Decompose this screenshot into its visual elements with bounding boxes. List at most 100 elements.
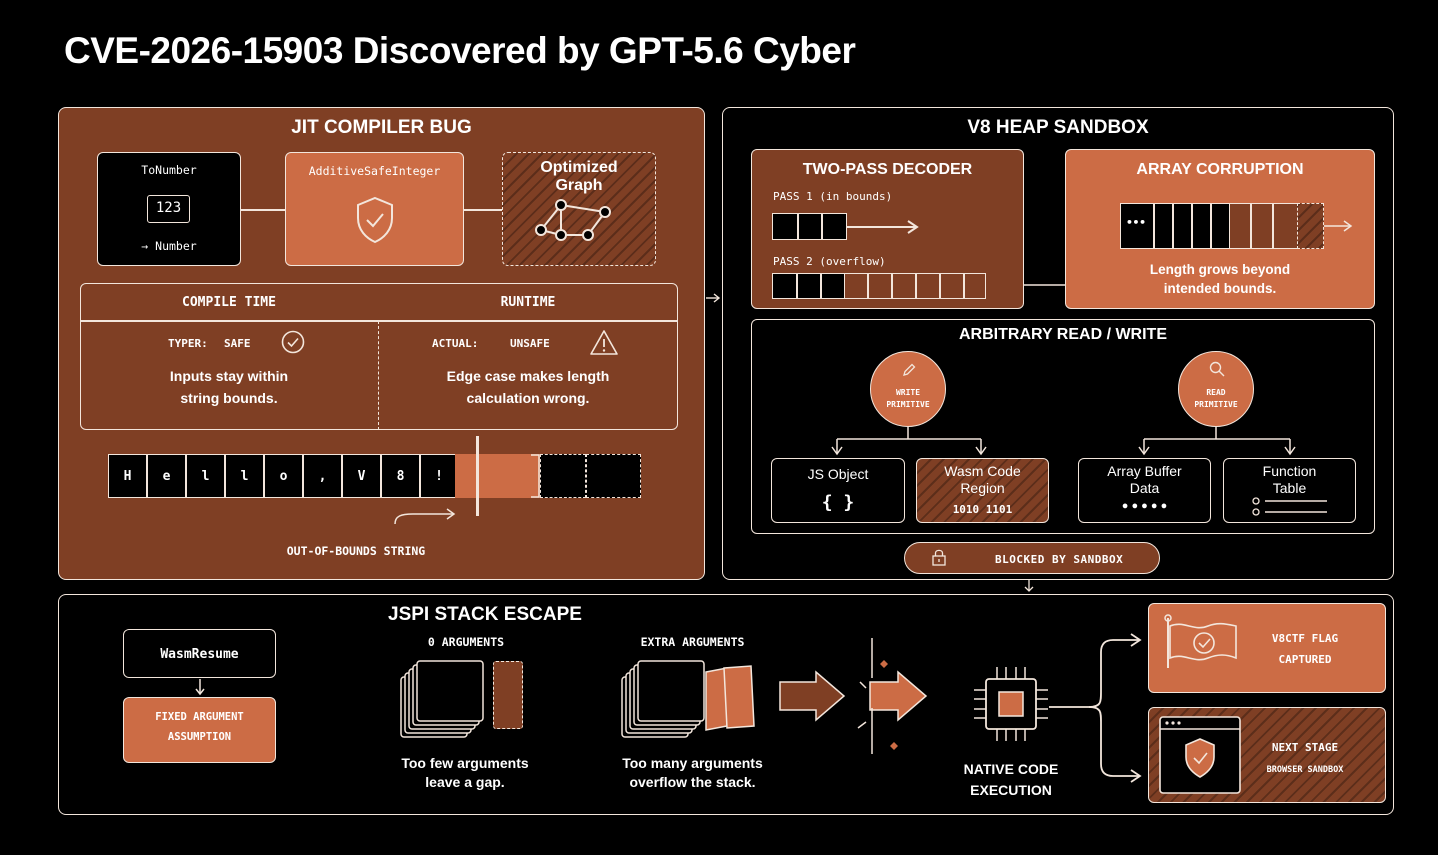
pass2-cells-filled	[772, 273, 845, 299]
oob-bracket	[531, 454, 540, 498]
runtime-desc-2: calculation wrong.	[466, 390, 590, 406]
optimized-graph-box	[502, 152, 656, 266]
fixed-argument-box	[123, 697, 276, 763]
js-object-box	[771, 458, 905, 523]
read-tree-connector	[1138, 427, 1296, 456]
extra-args-desc-1: Too many arguments	[622, 755, 763, 771]
string-cell: e	[147, 454, 186, 498]
string-cell: H	[108, 454, 147, 498]
pass1-cells	[772, 213, 847, 240]
fork-connector	[1049, 633, 1142, 783]
fixed-argument-label-1: FIXED ARGUMENT	[155, 711, 244, 723]
browser-shield-icon	[1159, 716, 1241, 794]
function-table-label-1: Function	[1262, 463, 1317, 479]
array-buffer-dots: ● ● ● ● ●	[1121, 500, 1168, 512]
cell-divider	[939, 274, 941, 298]
pass1-arrow-icon	[846, 220, 919, 234]
graph-icon	[535, 199, 611, 241]
array-buffer-label-1: Array Buffer	[1107, 463, 1182, 479]
string-cell: l	[225, 454, 264, 498]
cpu-chip-icon	[974, 667, 1048, 741]
wasm-resume-label: WasmResume	[160, 647, 239, 662]
flag-label-2: CAPTURED	[1278, 653, 1332, 666]
extra-args-desc-2: overflow the stack.	[629, 774, 756, 790]
runtime-header: RUNTIME	[500, 295, 556, 310]
blocked-label: BLOCKED BY SANDBOX	[995, 553, 1124, 566]
stack-frames-overflow-icon	[621, 660, 755, 738]
zero-args-desc-2: leave a gap.	[425, 774, 505, 790]
write-primitive-circle	[870, 351, 946, 427]
cell-divider	[867, 274, 869, 298]
optimized-graph-label-2: Graph	[555, 177, 603, 194]
array-grown-cells	[1229, 203, 1298, 249]
connector-line	[463, 209, 503, 211]
cell-divider	[915, 274, 917, 298]
zero-args-header: 0 ARGUMENTS	[427, 635, 505, 649]
read-primitive-label-2: PRIMITIVE	[1194, 400, 1238, 409]
pencil-icon	[903, 363, 916, 376]
table-header-divider	[80, 320, 678, 322]
array-arrow-icon	[1324, 220, 1353, 232]
oob-string-label: OUT-OF-BOUNDS STRING	[286, 544, 426, 558]
additive-safe-integer-box	[285, 152, 464, 266]
string-cell: l	[186, 454, 225, 498]
write-primitive-label-1: WRITE	[895, 388, 921, 397]
jit-panel-title: JIT COMPILER BUG	[291, 117, 472, 138]
wasm-resume-box	[123, 629, 276, 678]
cell-divider	[796, 274, 798, 298]
write-primitive-label-2: PRIMITIVE	[886, 400, 930, 409]
rw-title: ARBITRARY READ / WRITE	[959, 326, 1167, 343]
cell-divider	[1191, 204, 1193, 248]
array-buffer-label-2: Data	[1129, 480, 1160, 496]
wasm-resume-down-arrow	[195, 679, 205, 696]
warning-triangle-icon	[590, 330, 618, 355]
native-code-label-1: NATIVE CODE	[963, 761, 1059, 777]
stack-frames-icon	[400, 660, 484, 738]
decoder-title: TWO-PASS DECODER	[802, 161, 973, 178]
actual-value: UNSAFE	[510, 337, 550, 350]
tonumber-label: ToNumber	[141, 163, 197, 177]
compile-runtime-table	[80, 283, 678, 430]
argument-gap-slot	[493, 661, 523, 729]
cell-divider	[963, 274, 965, 298]
array-overflow-cell	[1297, 203, 1324, 249]
cell-divider	[1250, 204, 1252, 248]
js-object-glyph: { }	[821, 492, 855, 513]
array-corruption-title: ARRAY CORRUPTION	[1136, 161, 1304, 178]
panel-arrow-icon	[706, 293, 721, 303]
bounds-marker	[476, 436, 479, 516]
oob-region	[455, 454, 540, 498]
cell-divider	[821, 214, 823, 239]
heap-panel-title: V8 HEAP SANDBOX	[967, 117, 1149, 138]
table-column-divider	[378, 321, 379, 430]
blocked-by-sandbox-pill	[904, 542, 1160, 574]
shield-check-icon	[357, 196, 393, 244]
array-desc-2: intended bounds.	[1163, 281, 1277, 296]
oob-cell	[540, 454, 586, 498]
array-first-cell: •••	[1126, 216, 1146, 229]
function-table-label-2: Table	[1272, 480, 1307, 496]
cell-divider	[1210, 204, 1212, 248]
array-buffer-box	[1078, 458, 1211, 523]
flag-icon	[1164, 614, 1237, 668]
string-cell: !	[420, 454, 458, 498]
string-cell: ,	[303, 454, 342, 498]
array-desc-1: Length grows beyond	[1149, 262, 1291, 277]
cell-divider	[797, 214, 799, 239]
lock-icon	[932, 549, 946, 566]
page-title: CVE-2026-15903 Discovered by GPT-5.6 Cyb…	[64, 30, 856, 71]
pass2-cells-overflow	[844, 273, 986, 299]
read-primitive-circle	[1178, 351, 1254, 427]
tonumber-value: 123	[147, 195, 190, 223]
check-circle-icon	[281, 330, 305, 354]
string-cell: o	[264, 454, 303, 498]
table-list-icon	[1252, 497, 1327, 516]
curved-arrow-icon	[394, 508, 456, 525]
wasm-code-label-2: Region	[960, 480, 1005, 496]
pass2-label: PASS 2 (overflow)	[773, 255, 886, 268]
native-code-label-2: EXECUTION	[970, 782, 1052, 798]
escape-arrows-icon	[779, 638, 928, 754]
optimized-graph-label-1: Optimized	[540, 159, 618, 176]
js-object-label: JS Object	[807, 466, 869, 482]
tonumber-box	[97, 152, 241, 266]
